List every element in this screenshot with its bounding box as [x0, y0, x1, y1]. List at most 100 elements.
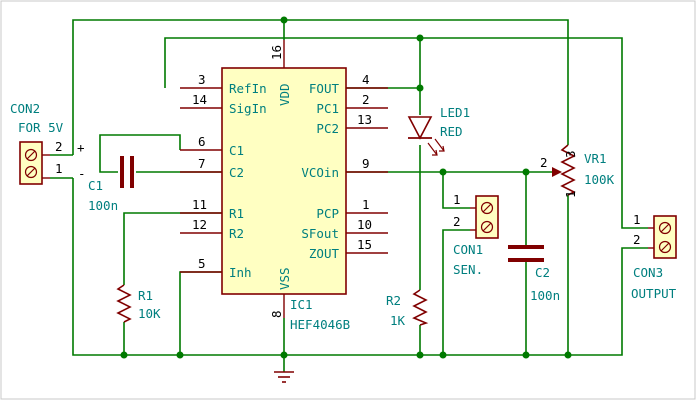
c2-ref-label: C2	[535, 265, 550, 280]
ic1-pin-name: VCOin	[301, 165, 339, 180]
r2: R2 1K	[386, 289, 429, 328]
ic1-pin-number: 14	[192, 92, 207, 107]
terminal-screw-icon	[24, 165, 38, 179]
ic1-pin-name: PC2	[316, 121, 339, 136]
ic1-pin-number: 10	[357, 217, 372, 232]
con2: CON2 FOR 5V 2 1 + -	[10, 101, 86, 185]
vr1-value-label: 100K	[584, 172, 615, 187]
ic1-pin-name: R2	[229, 226, 244, 241]
con1-pin-number: 1	[453, 192, 461, 207]
junction-dot	[176, 351, 184, 359]
ic1-vss-label: VSS	[277, 267, 292, 290]
con3-ref-label: CON3	[633, 265, 663, 280]
vr1-ref-label: VR1	[584, 151, 607, 166]
r1-ref-label: R1	[138, 288, 153, 303]
ic1-pin-number: 12	[192, 217, 207, 232]
r1-value-label: 10K	[138, 306, 161, 321]
ic1-pin-name: R1	[229, 206, 244, 221]
con2-pin-number: 1	[55, 161, 63, 176]
ic1-pin-number: 6	[198, 134, 206, 149]
con1: 1 2 CON1 SEN.	[453, 192, 499, 277]
junction-dot	[439, 168, 447, 176]
c2-value-label: 100n	[530, 288, 560, 303]
ic1-pin-name: PC1	[316, 101, 339, 116]
ic1-ref-label: IC1	[290, 297, 313, 312]
junction-dot	[280, 16, 288, 24]
led1-triangle	[407, 116, 433, 140]
c1-ref-label: C1	[88, 178, 103, 193]
c1: C1 100n	[88, 156, 134, 213]
ground-symbol-icon	[274, 371, 294, 383]
ic1-vdd-label: VDD	[277, 83, 292, 106]
wire-c1-pin6	[99, 134, 181, 173]
junction-dot	[120, 351, 128, 359]
ic1-pin-name: SFout	[301, 226, 339, 241]
ic1-pin-number: 15	[357, 237, 372, 252]
terminal-screw-icon	[658, 221, 672, 235]
junction-dot	[522, 168, 530, 176]
c2: C2 100n	[508, 245, 560, 303]
con2-ref-label: CON2	[10, 101, 40, 116]
ic1-pin-name: RefIn	[229, 81, 267, 96]
ic1-body	[221, 67, 347, 295]
terminal-screw-icon	[24, 148, 38, 162]
c1-value-label: 100n	[88, 198, 118, 213]
vr1: 2 3 1 VR1 100K	[540, 144, 615, 198]
vr1-pin-number: 1	[563, 190, 578, 198]
vr1-zigzag	[560, 144, 576, 196]
r1-zigzag	[116, 284, 132, 323]
r2-value-label: 1K	[390, 313, 406, 328]
wire-con1-pin1	[442, 172, 470, 209]
wire-con3-pin2	[568, 247, 648, 356]
r1: R1 10K	[116, 284, 161, 323]
ic1-pin-number: 7	[198, 156, 206, 171]
junction-dot	[416, 84, 424, 92]
led1-ref-label: LED1	[440, 105, 470, 120]
ic1-pin-name: SigIn	[229, 101, 267, 116]
con3-pin-number: 1	[633, 212, 641, 227]
led1-value-label: RED	[440, 124, 463, 139]
con2-value-label: FOR 5V	[18, 120, 64, 135]
con3: 1 2 CON3 OUTPUT	[631, 212, 677, 301]
ic1-pin-number: 11	[192, 197, 207, 212]
led1: LED1 RED	[407, 105, 470, 156]
ic1-pin-name: ZOUT	[309, 246, 340, 261]
terminal-screw-icon	[658, 240, 672, 254]
junction-dot	[564, 351, 572, 359]
r2-ref-label: R2	[386, 293, 401, 308]
ic1-pin-name: C2	[229, 165, 244, 180]
vr1-wiper-arrow-icon	[552, 167, 562, 177]
ic1-pin-number: 1	[362, 197, 370, 212]
ic1-pin-number: 3	[198, 72, 206, 87]
ic1-pin-name: PCP	[316, 206, 339, 221]
con1-value-label: SEN.	[453, 262, 483, 277]
con2-plus-sign: +	[77, 140, 85, 155]
con3-value-label: OUTPUT	[631, 286, 677, 301]
vr1-pin-number: 2	[540, 155, 548, 170]
led1-light-arrow-icon	[427, 142, 438, 156]
ic1-pin-name: Inh	[229, 265, 252, 280]
wire-output-loop	[164, 37, 648, 229]
ic1-part-label: HEF4046B	[290, 317, 350, 332]
con1-pin-number: 2	[453, 214, 461, 229]
wire-gnd-rail	[72, 178, 568, 356]
ic1-pin-number: 16	[269, 45, 284, 60]
r2-zigzag	[412, 289, 429, 326]
ic1-pin-name: C1	[229, 143, 244, 158]
con3-pin-number: 2	[633, 232, 641, 247]
led1-light-arrow-icon	[434, 138, 445, 152]
junction-dot	[416, 351, 424, 359]
wire-vdd-rail	[72, 19, 569, 155]
con2-pin-number: 2	[55, 139, 63, 154]
junction-dot	[416, 34, 424, 42]
con1-ref-label: CON1	[453, 242, 483, 257]
ic1-pin-number: 2	[362, 92, 370, 107]
vr1-pin-number: 3	[563, 150, 578, 158]
junction-dot	[439, 351, 447, 359]
terminal-screw-icon	[480, 220, 494, 234]
junction-dot	[280, 351, 288, 359]
ic1-pin-number: 8	[269, 310, 284, 318]
